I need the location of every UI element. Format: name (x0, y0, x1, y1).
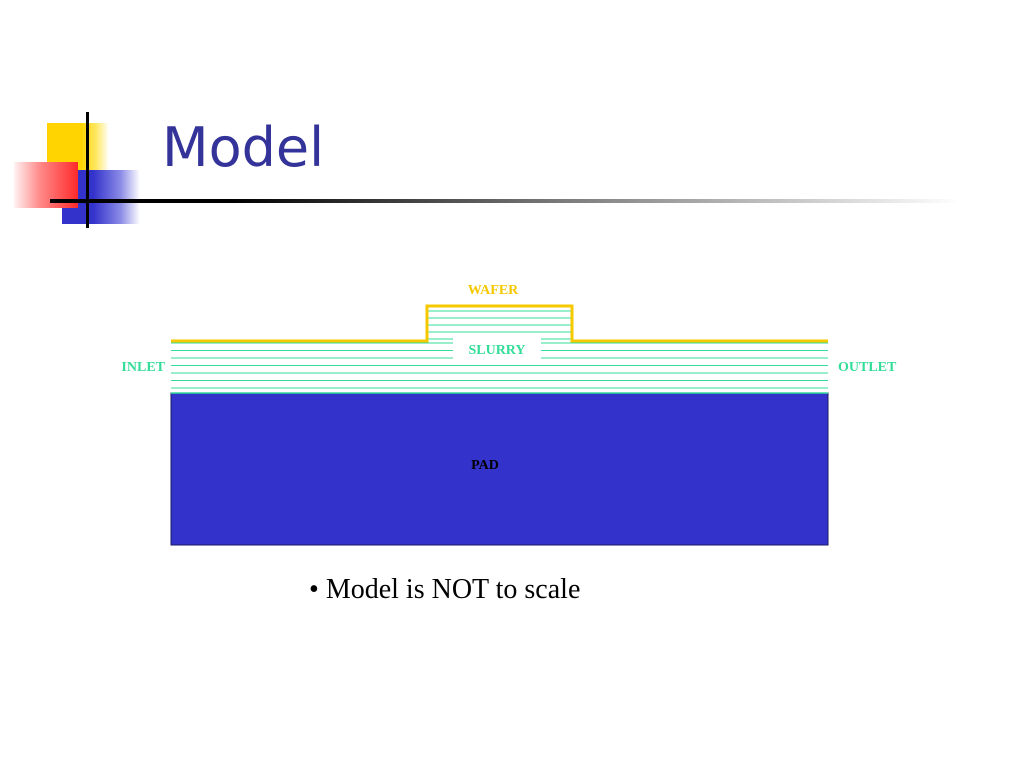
wafer-label: WAFER (468, 283, 519, 298)
bullet-item: • Model is NOT to scale (309, 574, 580, 606)
slurry-label-box (453, 336, 541, 362)
slurry-label: SLURRY (468, 343, 525, 358)
pad-label: PAD (471, 458, 499, 473)
title-underline (50, 199, 960, 203)
decor-vertical-line (86, 112, 89, 228)
bullet-text: Model is NOT to scale (325, 574, 581, 605)
wafer-outline (171, 304, 828, 343)
slide-title: Model (162, 116, 325, 179)
pad-block (170, 392, 829, 546)
outlet-label: OUTLET (838, 360, 897, 375)
bullet-marker: • (309, 574, 319, 605)
inlet-label: INLET (121, 360, 165, 375)
